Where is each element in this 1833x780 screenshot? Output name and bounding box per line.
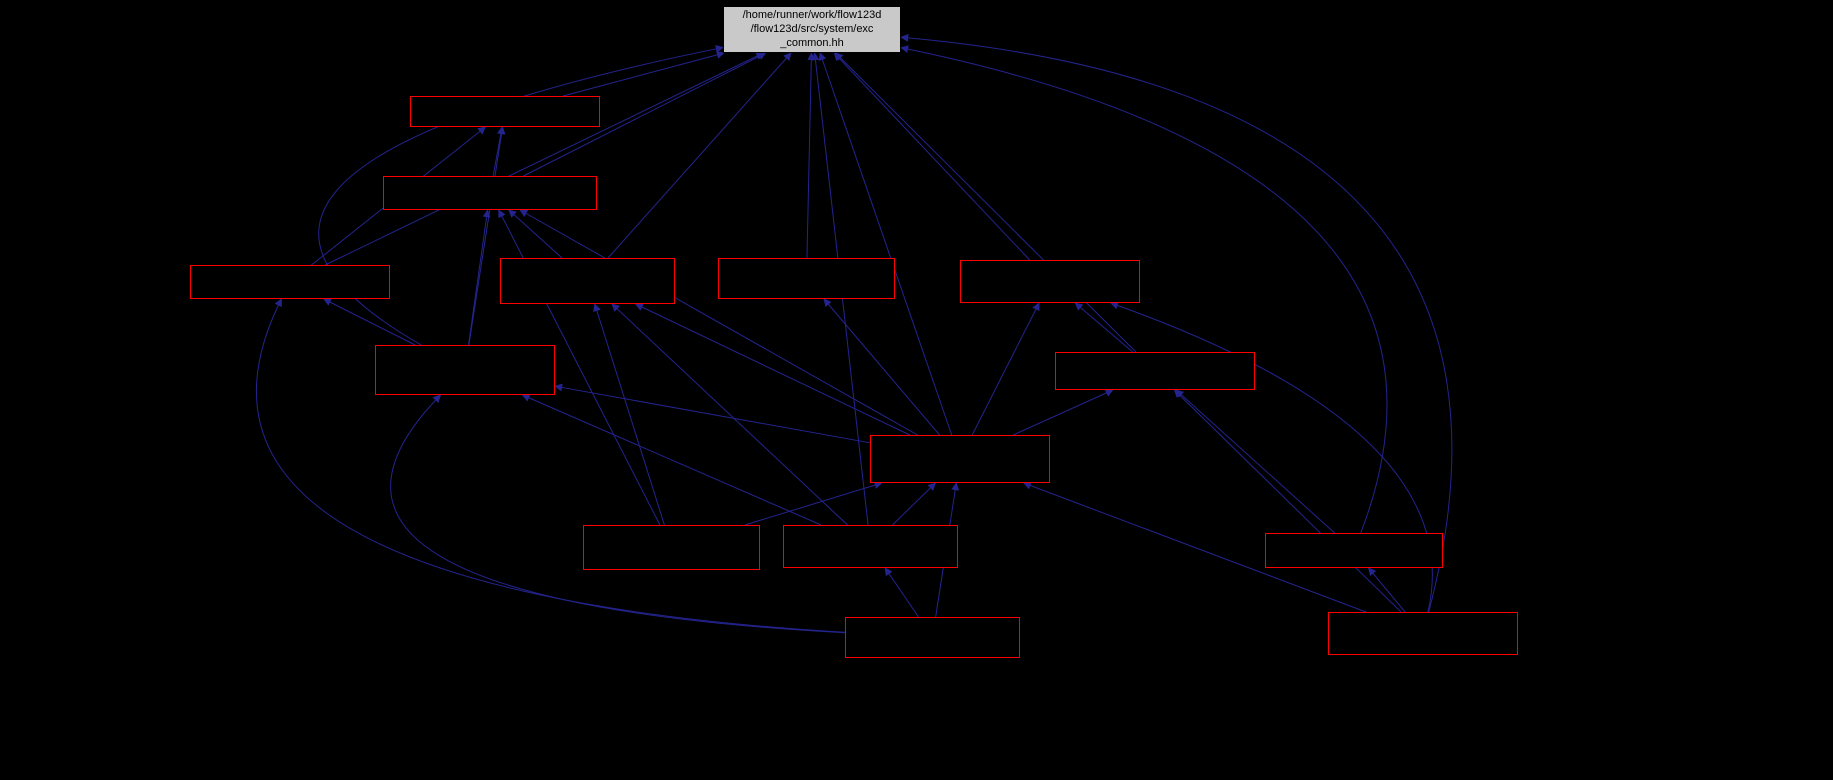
graph-edge-g-to-b	[468, 209, 491, 346]
graph-node-e[interactable]	[718, 258, 895, 299]
graph-node-j[interactable]	[583, 525, 760, 570]
graph-edge-i-to-g	[554, 383, 871, 444]
graph-edge-d-to-root	[607, 52, 792, 259]
graph-edge-i-to-root	[818, 52, 953, 436]
graph-edge-a-to-root	[562, 50, 725, 97]
graph-edge-i-to-f	[971, 302, 1040, 436]
graph-root-node: /home/runner/work/flow123d /flow123d/src…	[723, 6, 901, 53]
graph-node-l[interactable]	[1265, 533, 1443, 568]
graph-edge-j-to-i	[744, 481, 883, 526]
graph-edge-n-to-root	[900, 33, 1453, 613]
graph-node-h[interactable]	[1055, 352, 1255, 390]
graph-edge-l-to-root	[900, 45, 1388, 534]
graph-edge-m-to-g	[390, 394, 846, 634]
graph-edge-j-to-d	[593, 303, 665, 526]
graph-node-n[interactable]	[1328, 612, 1518, 655]
graph-edge-f-to-root	[833, 52, 1031, 261]
graph-edge-m-to-k	[884, 567, 919, 618]
graph-node-d[interactable]	[500, 258, 675, 304]
graph-edge-i-to-e	[823, 298, 940, 436]
graph-edge-d-to-b	[508, 209, 563, 259]
graph-edge-g-to-c	[323, 298, 416, 346]
graph-node-m[interactable]	[845, 617, 1020, 658]
graph-node-k[interactable]	[783, 525, 958, 568]
graph-node-a[interactable]	[410, 96, 600, 127]
graph-node-f[interactable]	[960, 260, 1140, 303]
graph-node-b[interactable]	[383, 176, 597, 210]
graph-edge-c-to-root	[324, 52, 765, 266]
graph-edge-b-to-root	[523, 52, 767, 177]
graph-node-c[interactable]	[190, 265, 390, 299]
graph-edge-k-to-i	[892, 482, 937, 526]
graph-edge-g-to-a	[468, 126, 506, 346]
graph-edge-b-to-a	[492, 126, 505, 177]
graph-edge-i-to-b	[519, 209, 918, 436]
graph-edge-k-to-g	[521, 394, 822, 526]
graph-edge-n-to-i	[1022, 481, 1367, 613]
graph-edge-h-to-f	[1074, 302, 1134, 353]
graph-edge-i-to-h	[1012, 389, 1114, 436]
graph-edge-i-to-d	[634, 303, 910, 436]
graph-edge-n-to-h	[1173, 389, 1402, 613]
graph-edge-k-to-d	[611, 303, 848, 526]
graph-node-g[interactable]	[375, 345, 555, 395]
graph-edge-h-to-root	[835, 52, 1137, 353]
graph-node-i[interactable]	[870, 435, 1050, 483]
graph-edge-l-to-h	[1175, 389, 1335, 534]
graph-edge-e-to-root	[806, 52, 816, 259]
graph-edge-n-to-l	[1368, 567, 1406, 613]
graph-edge-m-to-c	[255, 298, 846, 633]
